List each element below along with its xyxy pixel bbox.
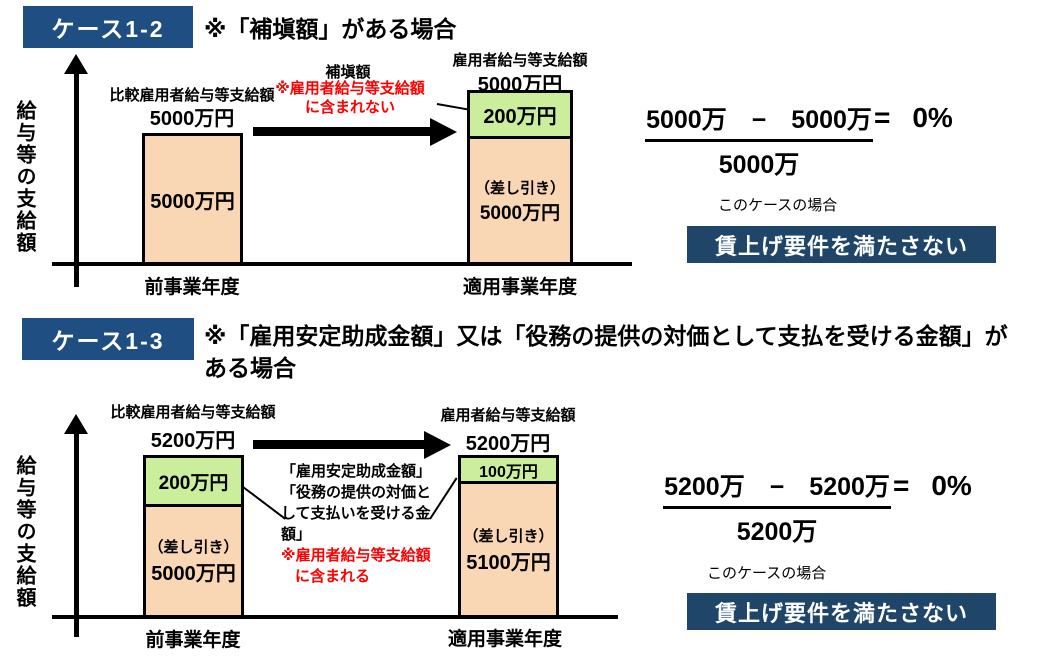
callout-note: 「雇用安定助成金額」 「役務の提供の対価と して支払いを受ける金 額」 ※雇用者… [281, 461, 431, 587]
callout-note-line: に含まれない [304, 99, 395, 116]
right-arrow-icon [253, 127, 430, 136]
condition-line: ある場合 [204, 355, 296, 381]
bar-value: 200万円 [483, 106, 557, 128]
bar-value: 5100万円 [466, 551, 551, 574]
right-arrow-icon [253, 440, 425, 449]
callout-note-red: ※雇用者給与等支給額 に含まれない [262, 79, 438, 117]
x-axis-line [52, 615, 618, 619]
bar-value: 5000万円 [479, 202, 561, 224]
bar-value: 200万円 [158, 472, 229, 494]
case-note: このケースの場合 [718, 197, 838, 214]
prev-year-bar: 5000万円 [142, 133, 243, 265]
callout-note-line: 「役務の提供の対価と [281, 484, 432, 501]
applicable-year-bar-green-segment: 200万円 [467, 90, 573, 139]
bar-title: 雇用者給与等支給額 [452, 52, 588, 69]
formula-fraction: 5000万 − 5000万 5000万 [645, 100, 873, 181]
formula-equals: = [893, 470, 910, 501]
formula-result-group: = 0% [893, 470, 972, 502]
bar-value: （差し引き） [463, 527, 554, 545]
prev-year-bar-peach-segment: （差し引き） 5000万円 [143, 504, 244, 618]
bar-value: （差し引き） [474, 179, 565, 197]
bar-value: （差し引き） [148, 539, 239, 556]
y-axis-line [74, 72, 79, 287]
right-arrow-head-icon [430, 118, 457, 146]
bar-xlabel: 前事業年度 [144, 277, 240, 298]
callout-note-line: 「雇用安定助成金額」 [281, 463, 432, 480]
callout-note-line: 額」 [281, 526, 312, 543]
formula-result: 0% [931, 470, 972, 501]
bar-title: 比較雇用者給与等支給額 [109, 87, 275, 104]
prev-year-bar-green-segment: 200万円 [143, 455, 244, 507]
formula-result-group: = 0% [874, 102, 953, 134]
bar-value: 5000万円 [151, 563, 236, 585]
formula-fraction: 5200万 − 5200万 5200万 [663, 467, 891, 548]
callout-note-line-red: に含まれる [295, 568, 371, 585]
callout-line [242, 486, 286, 520]
formula-result: 0% [912, 102, 953, 133]
bar-amount: 5200万円 [465, 433, 551, 455]
formula-numerator: 5000万 − 5000万 [645, 100, 873, 142]
case-1-2-badge: ケース1-2 [23, 6, 193, 48]
applicable-year-bar-green-segment: 100万円 [458, 455, 559, 484]
bar-xlabel: 適用事業年度 [462, 277, 577, 298]
applicable-year-bar-peach-segment: （差し引き） 5000万円 [467, 136, 573, 265]
formula-equals: = [874, 102, 891, 133]
formula-denominator: 5200万 [736, 518, 818, 546]
callout-note-line: ※雇用者給与等支給額 [275, 80, 425, 97]
case-1-3-badge: ケース1-3 [22, 318, 194, 360]
bar-value: 100万円 [479, 463, 538, 481]
bar-title: 雇用者給与等支給額 [440, 407, 576, 424]
bar-value: 5000万円 [150, 190, 235, 213]
bar-xlabel: 適用事業年度 [447, 629, 562, 650]
bar-title: 比較雇用者給与等支給額 [110, 404, 276, 421]
verdict-banner: 賃上げ要件を満たさない [687, 226, 996, 263]
bar-amount: 5200万円 [150, 430, 236, 452]
y-axis-label: 給与等の支給額 [13, 100, 35, 254]
case-1-2-condition: ※「補塡額」がある場合 [204, 16, 457, 42]
up-arrow-icon [64, 54, 88, 74]
bar-amount: 5000万円 [149, 108, 235, 130]
condition-line: ※「雇用安定助成金額」又は「役務の提供の対価として支払を受ける金額」が [204, 323, 1008, 349]
bar-xlabel: 前事業年度 [145, 630, 241, 651]
verdict-banner: 賃上げ要件を満たさない [687, 593, 996, 630]
right-arrow-head-icon [424, 431, 451, 459]
y-axis-label: 給与等の支給額 [13, 455, 35, 609]
y-axis-line [74, 432, 79, 637]
callout-note-line: して支払いを受ける金 [281, 505, 431, 522]
applicable-year-bar-peach-segment: （差し引き） 5100万円 [458, 481, 559, 618]
up-arrow-icon [64, 414, 88, 434]
case-note: このケースの場合 [707, 565, 827, 582]
formula-numerator: 5200万 − 5200万 [663, 467, 891, 509]
formula-denominator: 5000万 [718, 151, 800, 179]
callout-title: 補塡額 [325, 64, 371, 81]
case-1-3-condition: ※「雇用安定助成金額」又は「役務の提供の対価として支払を受ける金額」が ある場合 [204, 320, 1008, 384]
x-axis-line [52, 262, 632, 266]
callout-note-line-red: ※雇用者給与等支給額 [281, 547, 431, 564]
callout-line [429, 477, 458, 520]
